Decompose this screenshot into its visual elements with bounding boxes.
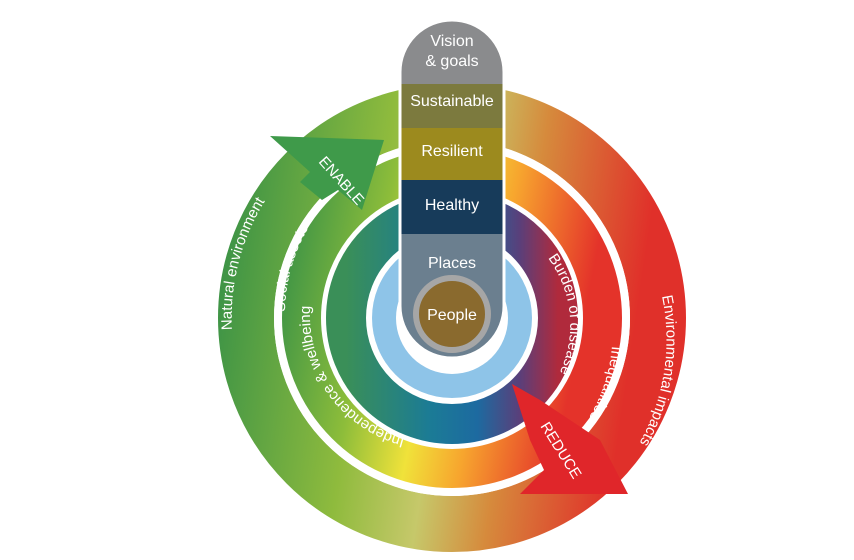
reduce-arrow: [512, 384, 628, 494]
goals-pill: [398, 18, 506, 360]
places-label: Places: [428, 255, 476, 272]
enable-arrow: [270, 136, 384, 210]
healthy-label: Healthy: [425, 197, 479, 214]
resilient-label: Resilient: [421, 143, 483, 160]
vision-label-line1: Vision: [430, 33, 473, 50]
sustainable-label: Sustainable: [410, 93, 494, 110]
vision-label-line2: & goals: [425, 53, 478, 70]
people-label: People: [427, 307, 477, 324]
